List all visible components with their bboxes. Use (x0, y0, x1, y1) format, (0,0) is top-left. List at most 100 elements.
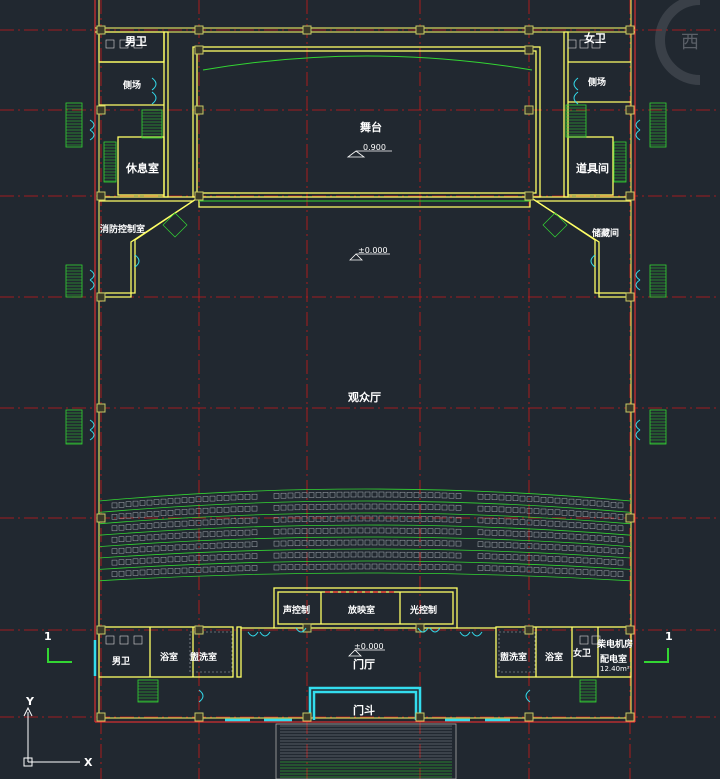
seat (315, 552, 322, 558)
seat (216, 554, 223, 561)
elevation-hall: ±0.000 (354, 642, 384, 651)
seat (280, 504, 287, 511)
seat (329, 527, 336, 534)
seat (526, 507, 533, 514)
room-label-ramp-right: 侧场 (588, 76, 606, 88)
seat (202, 496, 209, 502)
seat (174, 532, 181, 539)
seat (441, 552, 448, 559)
seat (596, 500, 603, 507)
seat (589, 511, 596, 518)
seat (603, 535, 610, 542)
seat (132, 523, 139, 530)
seat (505, 530, 512, 537)
seat (273, 505, 280, 511)
seat (505, 506, 512, 513)
seat (223, 542, 230, 548)
seat (568, 533, 575, 540)
seat (505, 518, 512, 525)
seat (357, 539, 364, 546)
seat (427, 552, 434, 558)
seat (153, 534, 160, 540)
seat (223, 506, 230, 513)
seat (441, 528, 448, 535)
seat (526, 531, 533, 538)
room-label-fire-control: 消防控制室 (100, 223, 145, 235)
seat (455, 552, 462, 559)
room-label-power-room: 配电室 (600, 653, 627, 665)
seat (420, 492, 427, 498)
seat (385, 551, 392, 558)
seat (301, 552, 308, 558)
seat (132, 535, 139, 542)
room-label-vestibule: 门斗 (353, 703, 375, 717)
seat (139, 558, 146, 564)
column (524, 45, 534, 55)
seat (399, 503, 406, 510)
seat (364, 563, 371, 570)
seat (125, 559, 132, 565)
vestibule-walls (93, 640, 510, 722)
seat (125, 501, 132, 507)
seat (554, 521, 561, 527)
stair-block (103, 141, 117, 183)
seat (448, 528, 455, 535)
seat (385, 563, 392, 570)
fixture (579, 39, 589, 49)
seat (287, 504, 294, 511)
seat (575, 510, 582, 517)
seat (498, 530, 505, 536)
seat (505, 495, 512, 501)
seat (195, 567, 202, 573)
seat (448, 564, 455, 571)
seat (547, 567, 554, 574)
seat (273, 552, 280, 559)
seat (547, 520, 554, 527)
seat (420, 540, 427, 546)
seat (420, 528, 427, 534)
seat (216, 519, 223, 525)
elevation-stage: 0.900 (363, 143, 386, 152)
seat (420, 504, 427, 510)
seat (336, 503, 343, 510)
seat (491, 518, 498, 524)
seat (336, 551, 343, 558)
seat (547, 544, 554, 550)
seat (441, 504, 448, 511)
seat (589, 546, 596, 553)
seat (308, 528, 315, 534)
seat (139, 546, 146, 553)
seat (357, 551, 364, 558)
seat (399, 563, 406, 570)
seat (301, 516, 308, 522)
seat (146, 523, 153, 529)
room-label-bath-right: 浴室 (545, 651, 563, 663)
seat (371, 515, 378, 522)
seat (427, 540, 434, 546)
seat (519, 566, 526, 573)
seat (343, 503, 350, 510)
seat (427, 504, 434, 510)
column (625, 292, 635, 302)
seat (392, 527, 399, 534)
seat (244, 517, 251, 524)
elevation-triangle-icon (348, 649, 362, 657)
seat (617, 548, 624, 554)
seat (167, 498, 174, 504)
seat (498, 518, 505, 524)
seat (441, 516, 448, 523)
seat (329, 551, 336, 558)
seat (406, 504, 413, 510)
column (625, 625, 635, 635)
seat (385, 527, 392, 534)
stair-block (649, 409, 667, 445)
seat (364, 515, 371, 522)
seat (582, 546, 589, 552)
seat (617, 514, 624, 520)
seat (146, 499, 153, 506)
column (302, 623, 312, 633)
seat (610, 524, 617, 531)
room-label-lounge: 休息室 (125, 161, 159, 175)
seat (322, 492, 329, 498)
